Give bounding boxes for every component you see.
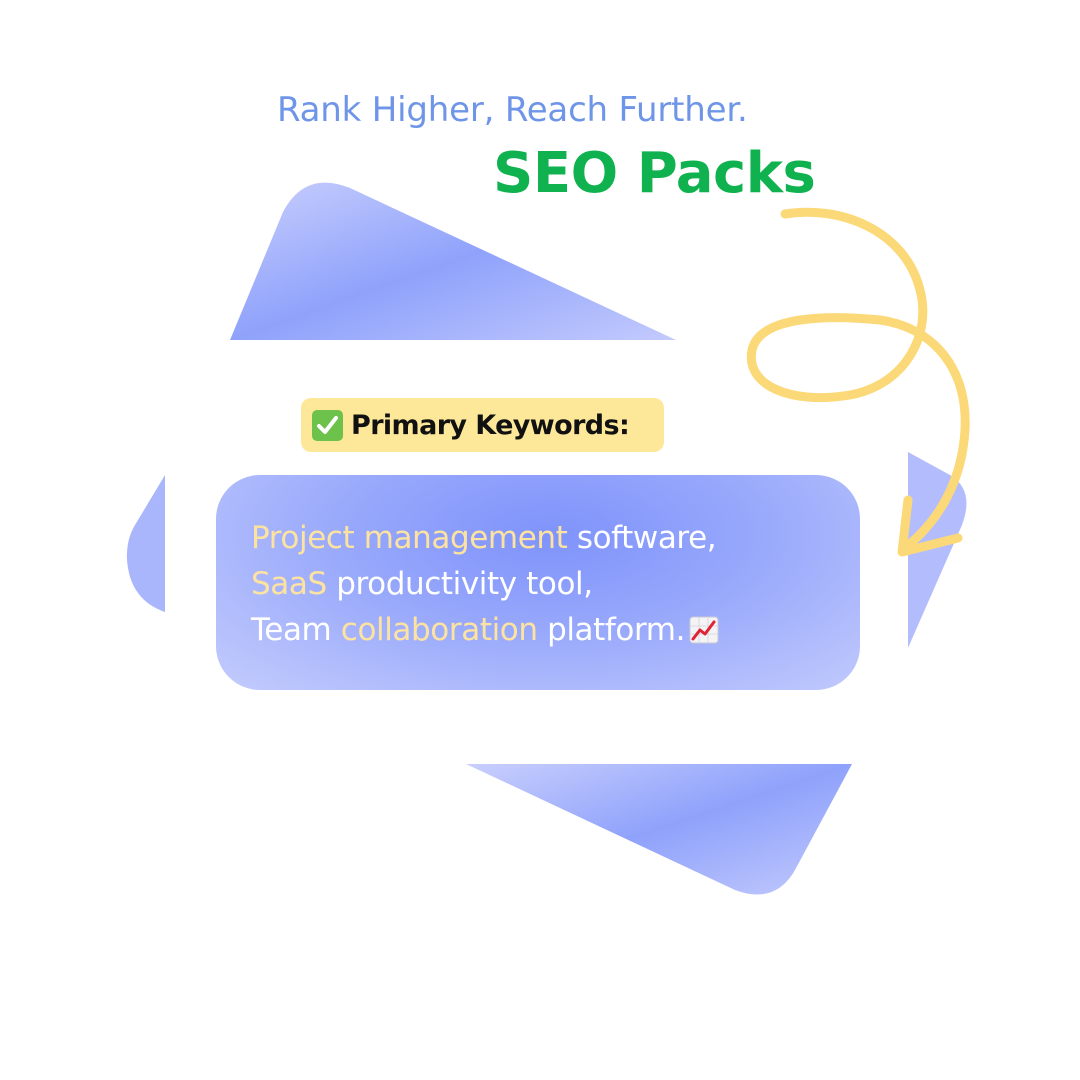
keyword-highlight: SaaS	[251, 566, 327, 602]
headline-title: SEO Packs	[493, 141, 816, 206]
keyword-highlight: collaboration	[340, 612, 538, 648]
check-mark-icon	[312, 409, 343, 441]
keyword-text: platform.	[537, 612, 686, 648]
keyword-line-1: Project management software,	[251, 515, 860, 561]
keyword-line-2: SaaS productivity tool,	[251, 561, 860, 607]
tagline: Rank Higher, Reach Further.	[277, 90, 748, 130]
keywords-card: Project management software, SaaS produc…	[216, 475, 860, 690]
keyword-text: software,	[567, 520, 717, 556]
chart-increasing-icon	[689, 611, 719, 644]
primary-keywords-badge: Primary Keywords:	[301, 398, 664, 452]
keyword-text: Team	[251, 612, 341, 648]
keyword-line-3: Team collaboration platform.	[251, 607, 860, 653]
keyword-highlight: Project management	[251, 520, 568, 556]
badge-label: Primary Keywords:	[351, 409, 630, 441]
keyword-text: productivity tool,	[326, 566, 593, 602]
